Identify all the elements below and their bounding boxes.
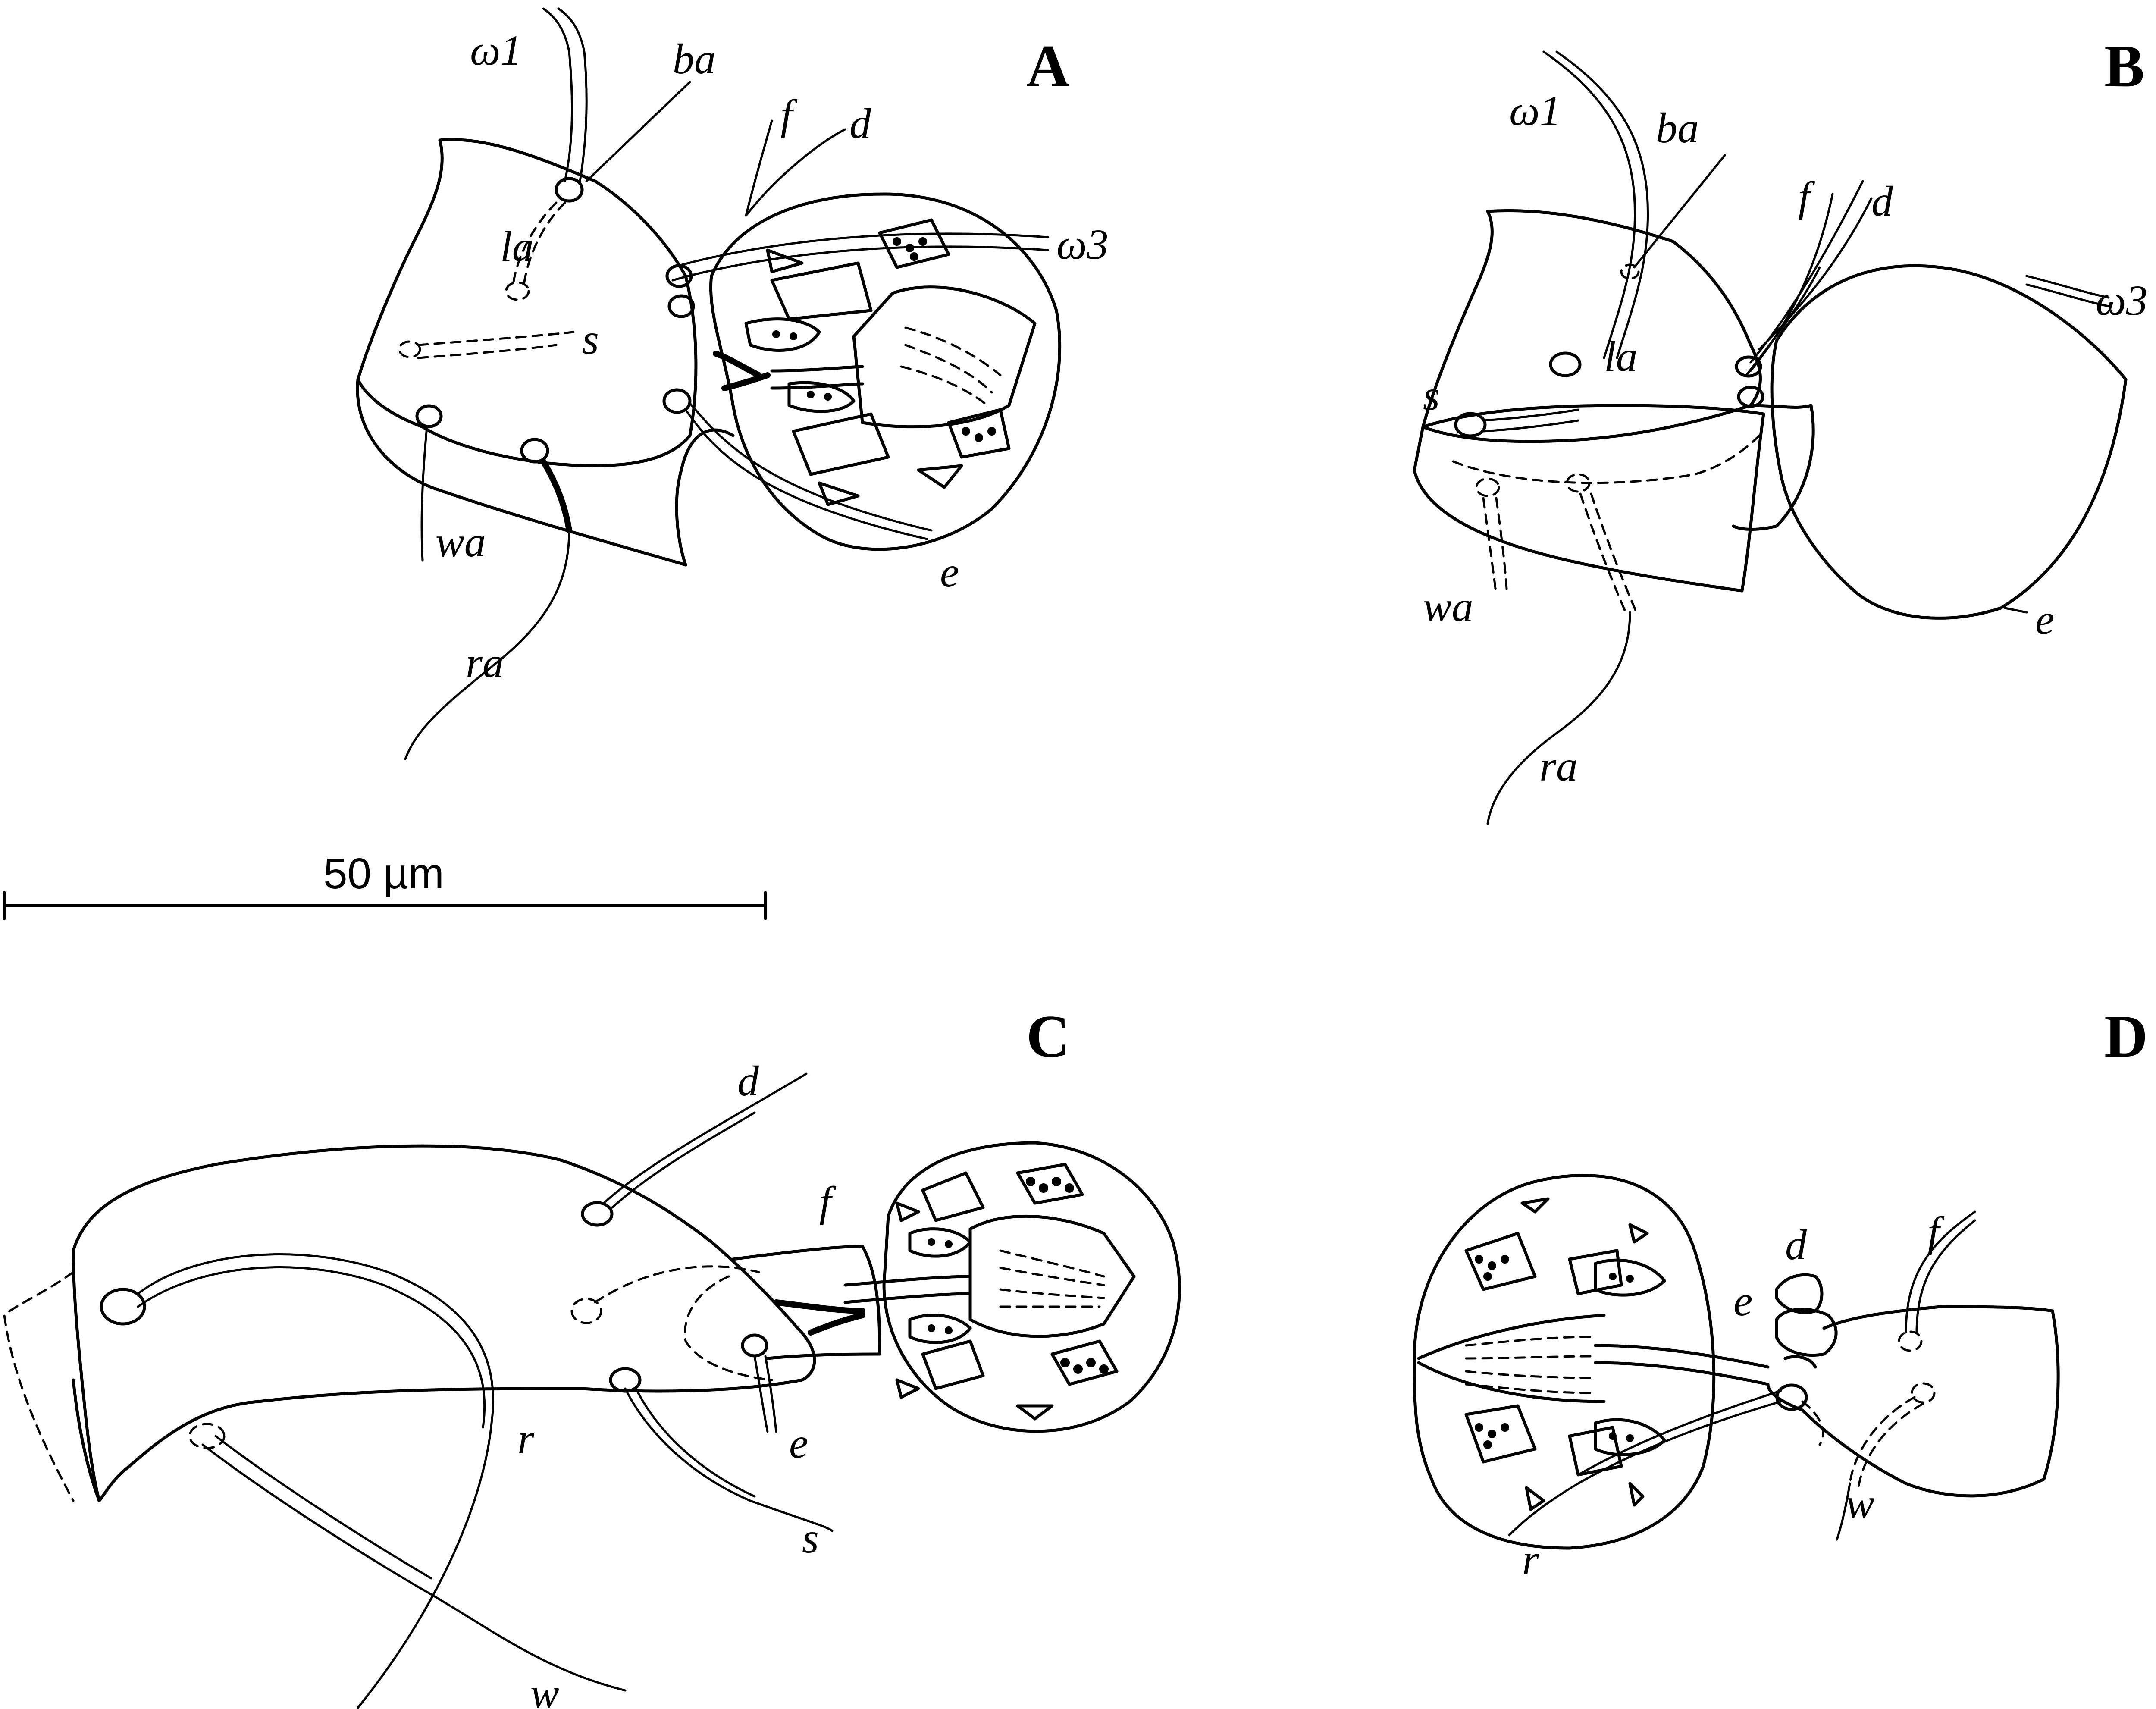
panel-b-label-ra: ra [1539, 742, 1578, 790]
panel-b-drawing [1413, 50, 2128, 825]
panel-c-letter: C [1026, 1003, 1070, 1070]
panel-d-label-f: f [1927, 1208, 1945, 1256]
panel-d-drawing [1413, 1174, 2060, 1550]
panel-b-label-la: la [1604, 332, 1638, 380]
panel-d-label-r: r [1522, 1536, 1539, 1584]
panel-b-label-s: s [1423, 371, 1440, 419]
panel-a-label-ra: ra [466, 639, 504, 687]
panel-b-label-omega3: ω3 [2096, 276, 2148, 324]
panel-a-label-ba: ba [673, 35, 716, 83]
panel-b-letter: B [2104, 33, 2144, 100]
panel-a-label-la: la [500, 223, 534, 270]
panel-c-label-e: e [789, 1419, 808, 1467]
panel-a-label-omega3: ω3 [1056, 220, 1109, 268]
scale-bar-label: 50 µm [323, 850, 444, 898]
panel-a-label-f: f [780, 91, 798, 139]
panel-a-label-wa: wa [436, 518, 486, 566]
panel-a-drawing [356, 7, 1062, 760]
panel-a-label-e: e [940, 548, 959, 596]
panel-b-label-ba: ba [1656, 104, 1699, 152]
panel-b-label-omega1: ω1 [1509, 87, 1561, 135]
panel-c-label-d: d [737, 1057, 759, 1105]
panel-a-label-s: s [582, 315, 599, 363]
panel-c-label-f: f [819, 1178, 837, 1226]
panel-b-label-f: f [1798, 173, 1815, 221]
panel-a-letter: A [1026, 33, 1070, 100]
panel-c-label-r: r [517, 1415, 535, 1463]
panel-b-label-e: e [2035, 596, 2054, 643]
panel-c-label-w: w [530, 1669, 559, 1709]
panel-b-labels: ω1 ba f d ω3 la s wa ra e [1423, 87, 2148, 790]
panel-b-label-wa: wa [1423, 583, 1473, 630]
panel-a-label-omega1: ω1 [470, 26, 522, 74]
panel-d-label-w: w [1846, 1480, 1874, 1527]
panel-c-drawing [3, 1072, 1181, 1709]
panel-c-label-s: s [802, 1514, 819, 1562]
panel-d-labels: d f e w r [1522, 1208, 1945, 1584]
panel-a-labels: ω1 ba f d la ω3 s wa ra e [436, 26, 1109, 687]
panel-b-label-d: d [1871, 177, 1893, 225]
panel-a-label-d: d [849, 100, 871, 147]
scale-bar: 50 µm [3, 850, 767, 920]
panel-d-label-d: d [1785, 1221, 1807, 1269]
panel-d-letter: D [2104, 1003, 2148, 1070]
panel-d-label-e: e [1733, 1277, 1752, 1325]
